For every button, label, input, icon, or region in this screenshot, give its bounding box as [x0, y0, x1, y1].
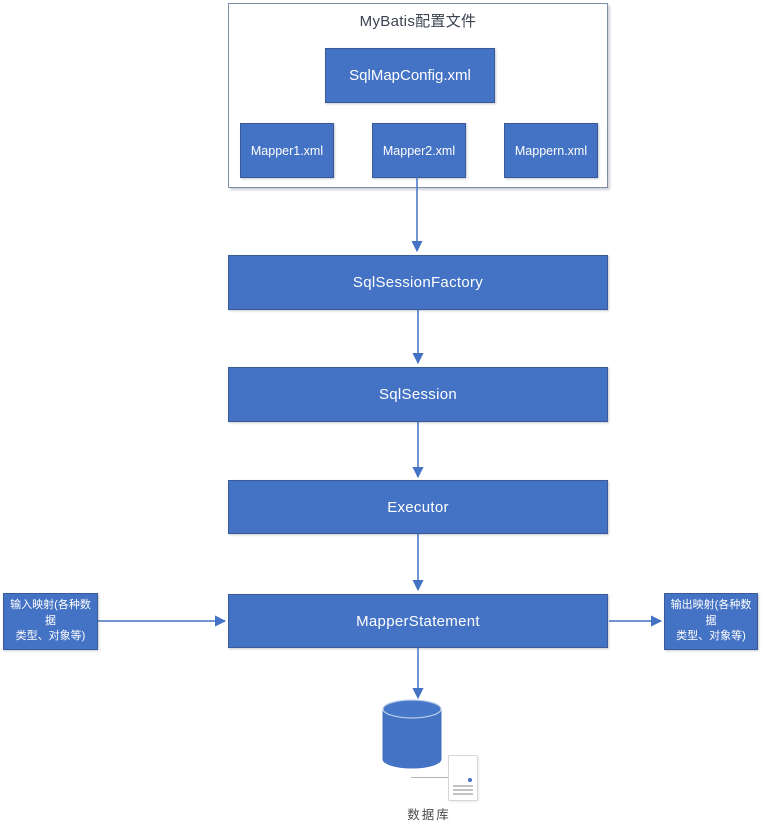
node-mapper2: Mapper2.xml [372, 123, 466, 178]
node-sqlsession: SqlSession [228, 367, 608, 422]
input-mapping-line2: 类型、对象等) [15, 630, 86, 643]
node-mapperstatement: MapperStatement [228, 594, 608, 648]
node-sqlmapconfig: SqlMapConfig.xml [325, 48, 495, 103]
note-text-lines-icon [453, 783, 473, 795]
node-mappern: Mappern.xml [504, 123, 598, 178]
config-container-box: MyBatis配置文件 SqlMapConfig.xml Mapper1.xml… [228, 3, 608, 188]
note-icon [448, 755, 478, 801]
node-executor: Executor [228, 480, 608, 534]
output-mapping-line2: 类型、对象等) [676, 630, 746, 643]
node-mapper1: Mapper1.xml [240, 123, 334, 178]
input-mapping-line1: 输入映射(各种数据 [10, 598, 91, 627]
database-cylinder-icon [382, 699, 442, 769]
node-output-mapping: 输出映射(各种数据 类型、对象等) [664, 593, 758, 650]
node-sqlsessionfactory: SqlSessionFactory [228, 255, 608, 310]
config-container-title: MyBatis配置文件 [359, 13, 477, 30]
output-mapping-line1: 输出映射(各种数据 [670, 598, 752, 627]
database-label: 数据库 [407, 808, 451, 822]
database-note-connector [411, 777, 448, 778]
node-input-mapping: 输入映射(各种数据 类型、对象等) [3, 593, 98, 650]
note-dot-icon [468, 778, 472, 782]
